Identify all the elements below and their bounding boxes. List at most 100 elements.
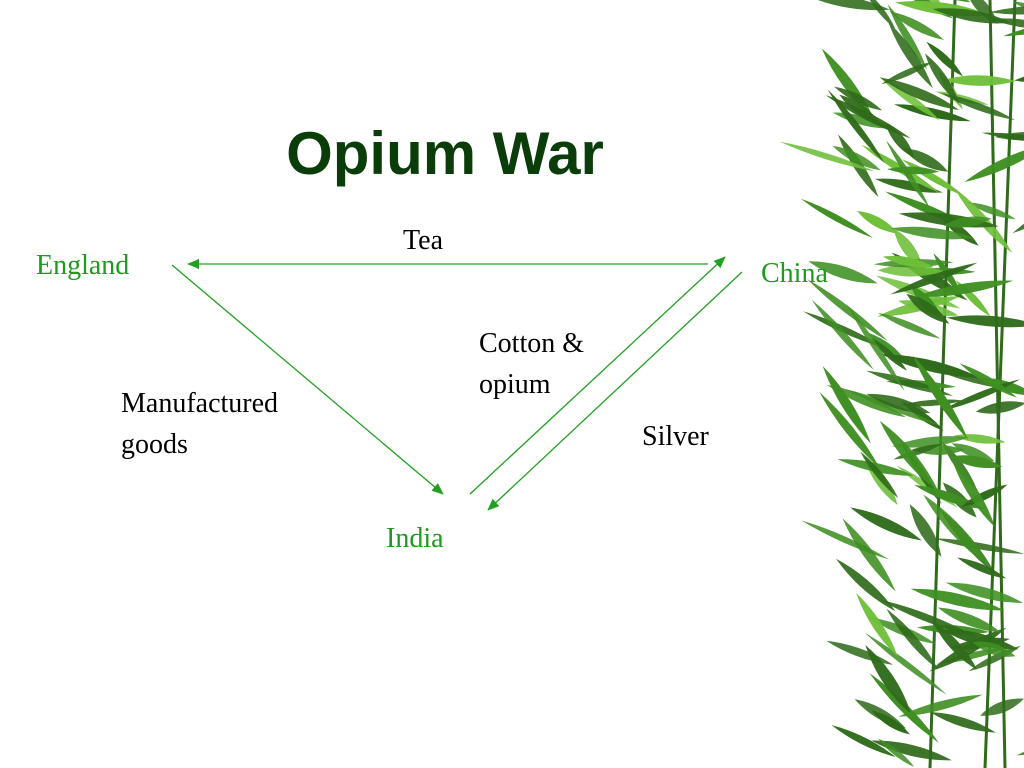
bamboo-leaf	[887, 166, 940, 175]
bamboo-leaf	[874, 178, 943, 193]
bamboo-leaf	[886, 608, 939, 670]
bamboo-leaf	[879, 76, 940, 121]
label-manufactured-goods-line1: Manufactured	[121, 388, 279, 419]
bamboo-leaf	[846, 304, 905, 392]
bamboo-leaf	[923, 494, 992, 568]
label-silver: Silver	[642, 421, 709, 452]
bamboo-leaf	[951, 443, 995, 462]
bamboo-leaf	[955, 280, 991, 317]
label-tea: Tea	[403, 225, 444, 256]
bamboo-leaf	[932, 620, 977, 670]
bamboo-leaf	[800, 198, 873, 238]
bamboo-leaf	[887, 4, 927, 70]
bamboo-leaf	[959, 363, 1018, 398]
bamboo-leaf	[915, 280, 1014, 297]
bamboo-leaf	[945, 582, 1024, 603]
node-china: China	[761, 258, 828, 289]
bamboo-leaf	[857, 210, 898, 234]
arrow-china-to-india	[487, 271, 743, 511]
bamboo-leaf	[910, 588, 1005, 611]
bamboo-leaf	[871, 337, 908, 371]
bamboo-leaf	[801, 0, 891, 11]
bamboo-leaf	[834, 86, 883, 111]
bamboo-leaf	[826, 640, 893, 665]
bamboo-leaf	[967, 202, 1016, 220]
bamboo-leaf	[892, 436, 969, 448]
bamboo-leaf	[826, 384, 907, 418]
bamboo-leaf	[972, 641, 1016, 657]
bamboo-leaf	[865, 644, 912, 715]
bamboo-leaf	[940, 93, 1016, 121]
bamboo-leaf	[879, 420, 939, 492]
bamboo-leaf	[854, 699, 907, 729]
bamboo-leaf	[850, 507, 922, 541]
bamboo-leaf	[893, 228, 923, 269]
bamboo-leaf	[881, 354, 981, 378]
bamboo-leaf	[877, 312, 941, 339]
bamboo-leaf	[957, 557, 1007, 579]
bamboo-leaf	[934, 538, 1024, 554]
label-manufactured-goods: Manufactured goods	[121, 383, 278, 465]
bamboo-leaf	[912, 355, 969, 440]
bamboo-leaf	[803, 311, 886, 349]
label-cotton-opium: Cotton & opium	[479, 323, 584, 405]
bamboo-leaf	[932, 8, 1012, 24]
bamboo-leaf	[894, 104, 971, 122]
bamboo-leaf	[836, 558, 896, 612]
bamboo-leaf	[949, 455, 1003, 469]
bamboo-leaf	[975, 401, 1024, 414]
bamboo-leaf	[886, 140, 930, 208]
bamboo-leaf	[811, 299, 874, 371]
label-cotton-opium-line1: Cotton &	[479, 328, 585, 359]
bamboo-leaf	[929, 712, 996, 733]
bamboo-leaf	[906, 293, 950, 324]
bamboo-leaf	[898, 694, 983, 717]
bamboo-leaf	[926, 41, 963, 77]
bamboo-leaf	[856, 592, 898, 658]
bamboo-leaf	[806, 278, 889, 342]
bamboo-leaf	[879, 77, 960, 111]
bamboo-leaf	[779, 141, 875, 172]
bamboo-leaf	[864, 632, 947, 695]
bamboo-leaf	[832, 145, 881, 171]
bamboo-leaf	[941, 217, 979, 246]
bamboo-leaf	[942, 75, 1016, 86]
bamboo-leaf	[877, 264, 944, 277]
label-manufactured-goods-line2: goods	[121, 429, 188, 460]
bamboo-leaf	[901, 159, 964, 196]
bamboo-leaf	[842, 518, 896, 592]
bamboo-leaf	[924, 53, 959, 104]
bamboo-leaf	[878, 738, 915, 767]
bamboo-leaf	[881, 61, 933, 85]
bamboo-leaf	[819, 392, 880, 469]
slide-title: Opium War	[286, 120, 604, 187]
arrow-england-to-india	[171, 264, 444, 495]
bamboo-leaf	[889, 11, 945, 40]
bamboo-leaf	[964, 143, 1024, 182]
bamboo-leaf	[866, 393, 931, 414]
bamboo-leaf	[909, 504, 942, 557]
bamboo-leaf	[981, 132, 1024, 144]
bamboo-leaf	[960, 484, 1008, 508]
bamboo-leaf	[951, 457, 996, 528]
bamboo-leaf	[879, 599, 976, 637]
bamboo-leaf	[890, 262, 978, 295]
bamboo-leaf	[869, 673, 939, 743]
bamboo-leaf	[882, 255, 934, 268]
bamboo-leaf	[891, 226, 974, 240]
bamboo-leaf	[808, 261, 878, 284]
bamboo-leaf	[825, 95, 911, 139]
node-india: India	[386, 523, 444, 554]
bamboo-leaf	[888, 22, 933, 89]
bamboo-leaf	[860, 451, 899, 499]
bamboo-leaf	[937, 607, 1001, 633]
bamboo-leaf	[946, 315, 1024, 328]
node-england: England	[36, 250, 130, 281]
bamboo-leaf	[980, 698, 1024, 716]
arrow-india-to-china	[469, 256, 726, 495]
bamboo-leaf	[943, 216, 992, 228]
bamboo-leaf	[822, 365, 871, 444]
bamboo-leaf	[831, 724, 896, 757]
